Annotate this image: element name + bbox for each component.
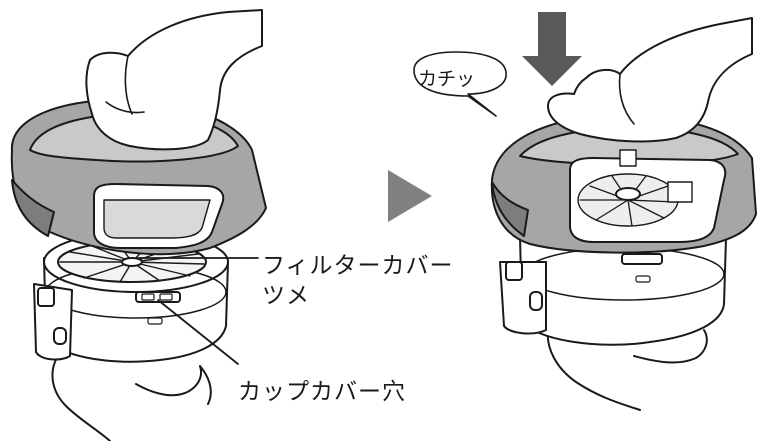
filter-cover-label: フィルターカバー: [262, 253, 454, 279]
down-arrow-icon: [522, 12, 582, 86]
leader-cup-hole: [157, 299, 239, 365]
right-triangle-icon: [388, 170, 432, 222]
tab-label: ツメ: [262, 283, 310, 309]
left-upper-hand: [85, 9, 263, 151]
right-lower-hand: [546, 329, 708, 411]
click-sound-label: カチッ: [418, 68, 476, 90]
right-cup-cover-hole: [621, 253, 663, 265]
left-lower-hand: [51, 355, 212, 441]
cup-cover-hole-label: カップカバー穴: [238, 379, 406, 405]
right-upper-hand: [547, 17, 753, 143]
left-cup-handle: [33, 283, 73, 361]
click-bubble: [413, 51, 507, 117]
